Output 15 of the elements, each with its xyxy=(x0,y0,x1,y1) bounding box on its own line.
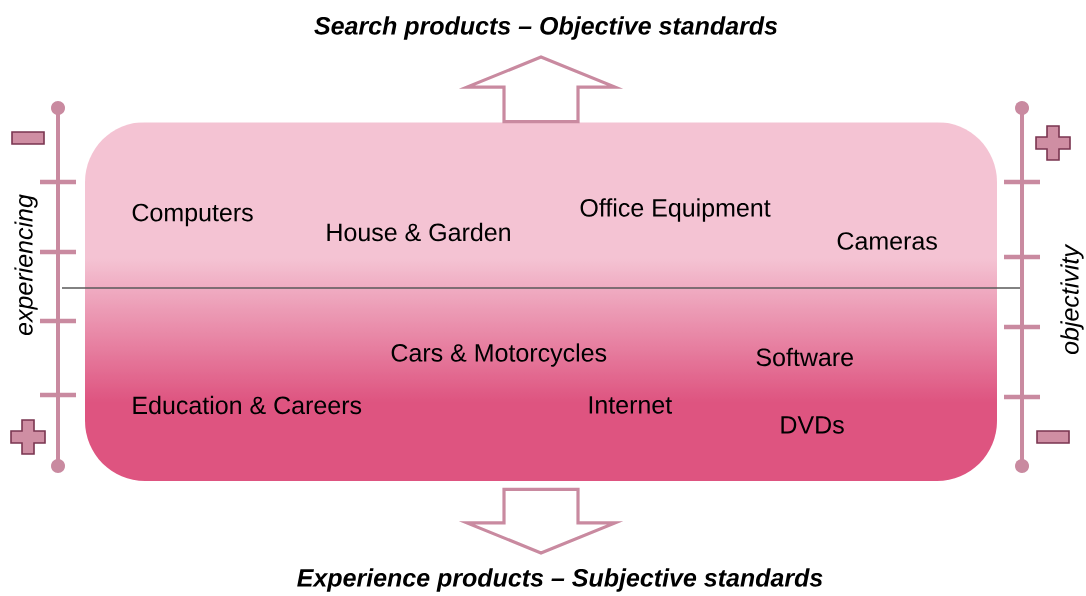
block-arrow xyxy=(458,55,624,124)
category-label: Office Equipment xyxy=(580,198,771,222)
heading-text: Search products – Objective standards xyxy=(314,16,778,40)
block-arrow xyxy=(458,487,624,555)
axis-label: experiencing xyxy=(14,194,38,336)
category-label: House & Garden xyxy=(327,222,510,242)
category-label: Internet xyxy=(589,396,672,414)
category-label: Cameras xyxy=(837,232,937,250)
category-label: Software xyxy=(756,347,853,367)
category-label: DVDs xyxy=(781,416,844,434)
category-label: Computers xyxy=(132,203,253,227)
category-label: Education & Careers xyxy=(133,395,362,415)
category-label: Cars & Motorcycles xyxy=(391,343,607,367)
axis-label: objectivity xyxy=(1060,243,1084,355)
heading-text: Experience products – Subjective standards xyxy=(297,568,823,592)
